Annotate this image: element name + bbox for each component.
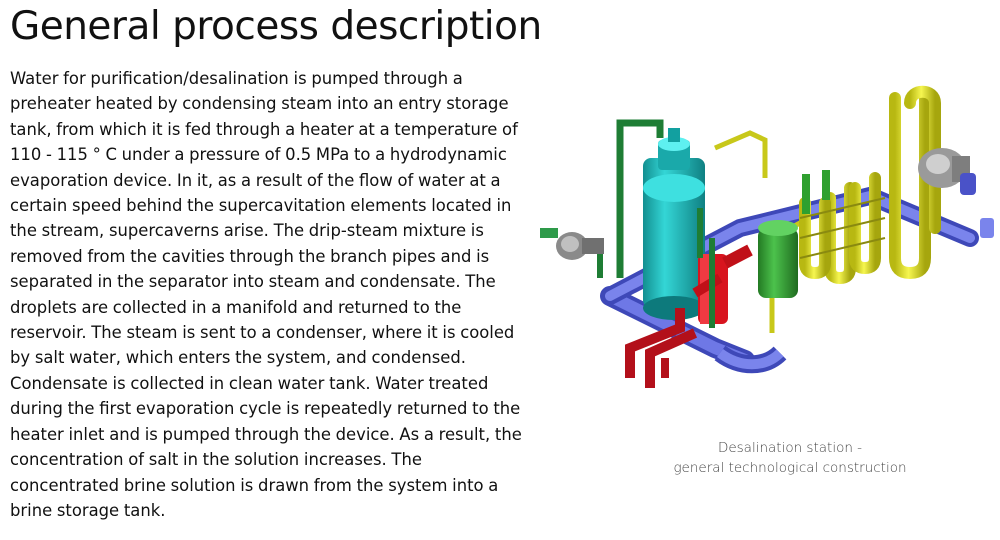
green-vessel: [758, 170, 830, 298]
metal-apparatus-right: [918, 148, 994, 238]
page-title: General process description: [10, 4, 542, 49]
teal-storage-tank: [643, 128, 705, 320]
caption-line-2: general technological construction: [673, 460, 907, 476]
green-pipe-middle: [697, 208, 715, 328]
yellow-condenser-coils: [714, 85, 941, 333]
red-heater-pipes: [625, 244, 753, 388]
desalination-station-illustration: [540, 78, 1000, 398]
caption-line-1: Desalination station -: [717, 440, 863, 456]
figure-caption: Desalination station - general technolog…: [640, 438, 940, 478]
pump-left: [540, 228, 604, 260]
process-description-paragraph: Water for purification/desalination is p…: [10, 69, 522, 520]
